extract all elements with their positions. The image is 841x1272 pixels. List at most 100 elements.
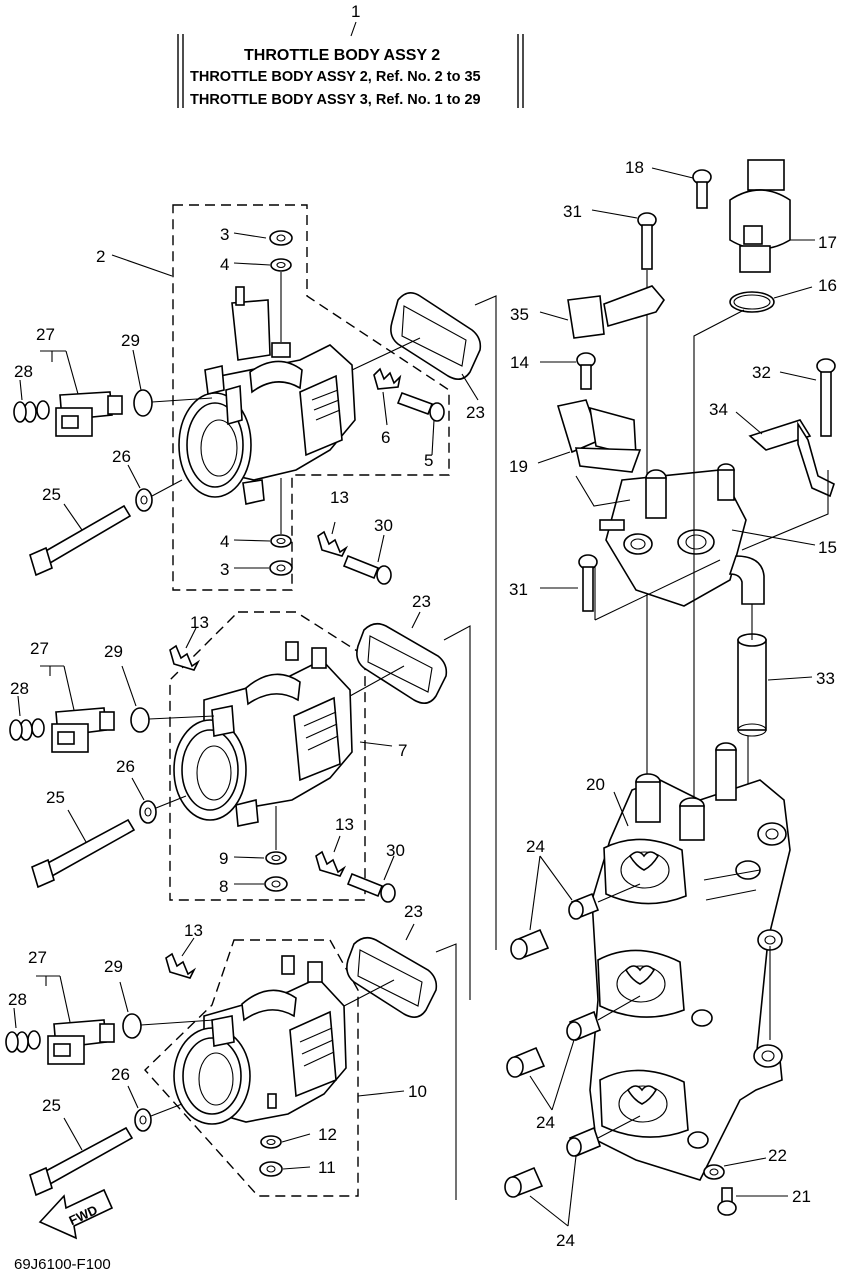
hose-33 — [737, 633, 767, 737]
bolt-21 — [717, 1187, 737, 1216]
callout-23-bottom: 23 — [404, 902, 423, 921]
callout-10: 10 — [408, 1082, 427, 1101]
callout-29: 29 — [121, 331, 140, 350]
ref-callout-1: 1 — [351, 2, 360, 21]
callout-17: 17 — [818, 233, 837, 252]
washer-26-top — [135, 488, 153, 512]
throttle-body-7-group — [9, 611, 471, 1000]
callout-34: 34 — [709, 400, 728, 419]
callout-6: 6 — [381, 428, 390, 447]
callout-13: 13 — [330, 488, 349, 507]
callout-13-bottom: 13 — [184, 921, 203, 940]
callout-27-bottom: 27 — [28, 948, 47, 967]
callout-12: 12 — [318, 1125, 337, 1144]
screw-18 — [692, 169, 712, 209]
screw-31-bottom — [578, 554, 598, 612]
callout-33: 33 — [816, 669, 835, 688]
spring-13-bottom — [165, 952, 197, 979]
screw-5 — [396, 391, 445, 422]
fuel-injector-27-mid — [9, 707, 115, 753]
intake-manifold-group — [504, 742, 791, 1227]
callout-21: 21 — [792, 1187, 811, 1206]
washer-4-bottom — [270, 534, 292, 548]
callout-26: 26 — [112, 447, 131, 466]
sensor-17 — [729, 159, 791, 273]
nut-11 — [259, 1161, 283, 1177]
washer-9 — [265, 851, 287, 865]
washer-26-mid — [139, 800, 157, 824]
screw-30-mid — [346, 872, 396, 903]
fuel-injector-27-bottom — [5, 1019, 115, 1065]
callout-23-mid: 23 — [412, 592, 431, 611]
throttle-body-10 — [173, 955, 347, 1125]
washer-12 — [260, 1135, 282, 1149]
callout-14: 14 — [510, 353, 529, 372]
callout-24-middle: 24 — [536, 1113, 555, 1132]
collar-24-middle-b — [506, 1046, 546, 1078]
screw-32 — [816, 358, 836, 437]
callout-4: 4 — [220, 255, 229, 274]
bracket-34 — [748, 419, 835, 498]
callout-25-mid: 25 — [46, 788, 65, 807]
callout-25-bottom: 25 — [42, 1096, 61, 1115]
intake-manifold-20 — [589, 742, 791, 1181]
screw-30-top — [342, 554, 392, 585]
callout-22: 22 — [768, 1146, 787, 1165]
callout-16: 16 — [818, 276, 837, 295]
nut-8 — [264, 876, 288, 892]
title-line-2: THROTTLE BODY ASSY 2, Ref. No. 2 to 35 — [190, 69, 481, 85]
bolt-25-bottom — [29, 1126, 134, 1197]
callout-4-lower: 4 — [220, 532, 229, 551]
callout-32: 32 — [752, 363, 771, 382]
callout-25: 25 — [42, 485, 61, 504]
throttle-body-2 — [178, 286, 356, 505]
sensor-19 — [556, 399, 642, 473]
callout-28-mid: 28 — [10, 679, 29, 698]
callout-3-lower: 3 — [220, 560, 229, 579]
collar-24-middle-a — [566, 1010, 601, 1042]
callout-18: 18 — [625, 158, 644, 177]
callout-30-mid: 30 — [386, 841, 405, 860]
nut-3-top — [269, 230, 293, 246]
bolt-25-mid — [31, 818, 136, 889]
callout-27: 27 — [36, 325, 55, 344]
callout-29-bottom: 29 — [104, 957, 123, 976]
washer-22 — [703, 1164, 725, 1180]
callout-7: 7 — [398, 741, 407, 760]
callout-20: 20 — [586, 775, 605, 794]
throttle-body-assy-2-group — [13, 204, 497, 950]
callout-9: 9 — [219, 849, 228, 868]
screw-14 — [576, 352, 596, 390]
washer-26-bottom — [134, 1108, 152, 1132]
callout-28: 28 — [14, 362, 33, 381]
callout-labels: 2 3 4 27 28 29 26 25 4 3 13 30 6 5 23 18… — [8, 158, 837, 1250]
bracket-35 — [567, 285, 666, 339]
sensor-housing-group — [537, 159, 836, 860]
spring-13-mid-bottom — [315, 850, 347, 877]
screw-31-top — [637, 212, 657, 270]
collar-24-lower-a — [566, 1126, 601, 1158]
throttle-body-7 — [173, 641, 353, 827]
fwd-direction-arrow: FWD — [38, 1188, 114, 1240]
callout-23: 23 — [466, 403, 485, 422]
spring-6 — [373, 367, 402, 390]
callout-3: 3 — [220, 225, 229, 244]
seal-29-mid — [130, 707, 150, 733]
diagram-code: 69J6100-F100 — [14, 1256, 111, 1272]
collar-24-upper-a — [568, 892, 600, 920]
seal-29-top — [133, 389, 153, 417]
gasket-23-bottom — [346, 936, 438, 1018]
nut-3-bottom — [269, 560, 293, 576]
callout-26-bottom: 26 — [111, 1065, 130, 1084]
callout-24-upper: 24 — [526, 837, 545, 856]
throttle-body-10-group: FWD — [5, 923, 457, 1240]
callout-19: 19 — [509, 457, 528, 476]
callout-28-bottom: 28 — [8, 990, 27, 1009]
callout-35: 35 — [510, 305, 529, 324]
collar-24-lower-b — [504, 1166, 544, 1198]
callout-2: 2 — [96, 247, 105, 266]
spring-13-top — [317, 530, 349, 557]
callout-31-lower: 31 — [509, 580, 528, 599]
gasket-23-top — [390, 292, 482, 380]
callout-8: 8 — [219, 877, 228, 896]
